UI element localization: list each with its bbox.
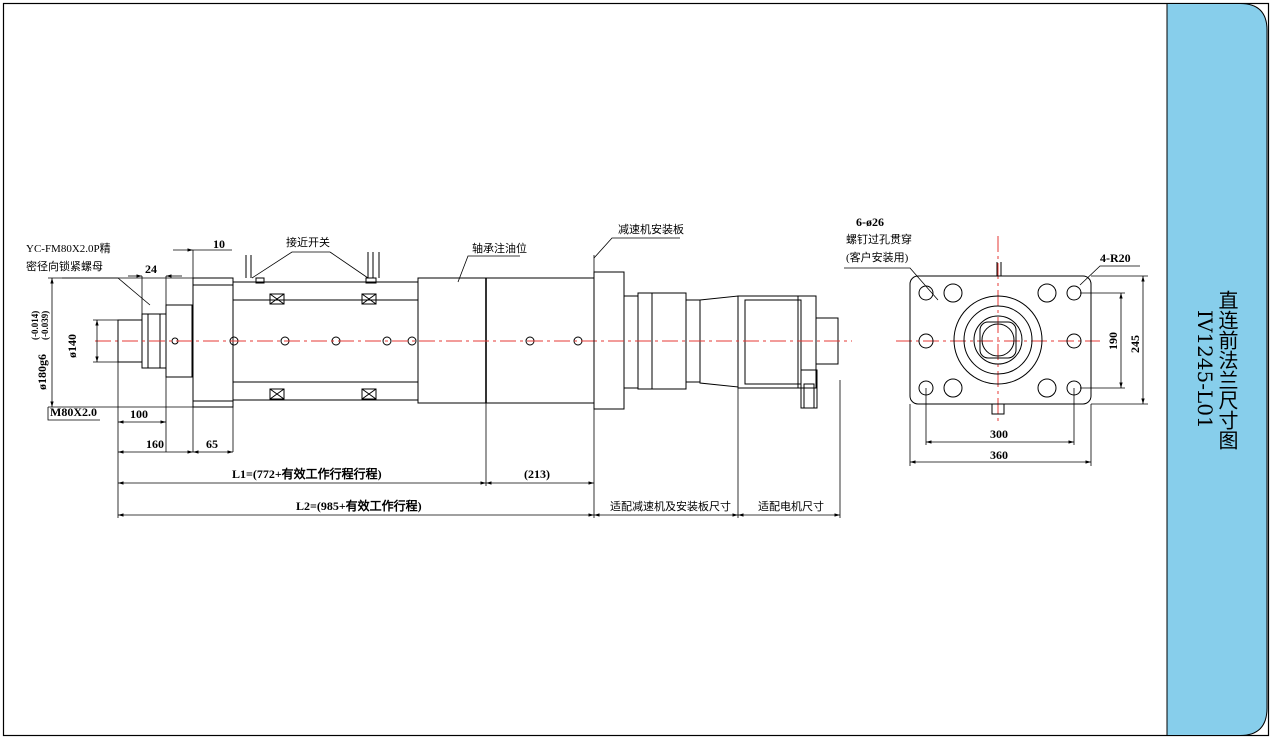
tolerance-lower: (-0.039) (40, 311, 50, 340)
drawing-model: IV1245-L01 (1193, 310, 1217, 429)
dim-300: 300 (990, 427, 1008, 441)
tolerance-upper: (-0.014) (30, 311, 40, 340)
thread-label: M80X2.0 (50, 405, 97, 419)
bearing-crosses (269, 293, 377, 400)
holes-line1-label: 螺钉过孔贯穿 (846, 232, 912, 246)
corner-radius-label: 4-R20 (1100, 251, 1131, 265)
dim-360: 360 (990, 448, 1008, 462)
dim-160: 160 (146, 437, 164, 451)
proximity-switch-label: 接近开关 (286, 235, 330, 249)
dim-10: 10 (213, 237, 225, 251)
dim-190: 190 (1106, 332, 1120, 350)
front-flange (192, 284, 234, 402)
dim-65: 65 (206, 437, 218, 451)
nut-label-line1: YC-FM80X2.0P精 (26, 242, 111, 255)
oil-point-label: 轴承注油位 (472, 241, 527, 255)
drawing-title: 直连前法兰尺寸图 (1215, 289, 1239, 450)
holes-spec-label: 6-ø26 (856, 215, 884, 229)
reducer-plate-label: 减速机安装板 (618, 222, 684, 236)
dim-100: 100 (130, 407, 148, 421)
title-block: 直连前法兰尺寸图 IV1245-L01 (1166, 3, 1266, 736)
dim-213: (213) (524, 467, 550, 481)
dim-l1: L1=(772+有效工作行程行程) (232, 466, 382, 481)
dim-245: 245 (1128, 335, 1142, 353)
dia-180-label: ø180g6 (35, 354, 49, 390)
dim-24: 24 (145, 262, 157, 276)
nut-label-line2: 密径向锁紧螺母 (26, 259, 103, 273)
holes-line2-label: (客户安装用) (846, 250, 909, 264)
dim-l2: L2=(985+有效工作行程) (296, 498, 422, 513)
dim-motor-size: 适配电机尺寸 (758, 499, 824, 513)
title-panel (1166, 3, 1268, 736)
dia-140-label: ø140 (65, 334, 79, 358)
flange-plate (909, 275, 1092, 405)
dim-reducer-size: 适配减速机及安装板尺寸 (610, 499, 731, 513)
